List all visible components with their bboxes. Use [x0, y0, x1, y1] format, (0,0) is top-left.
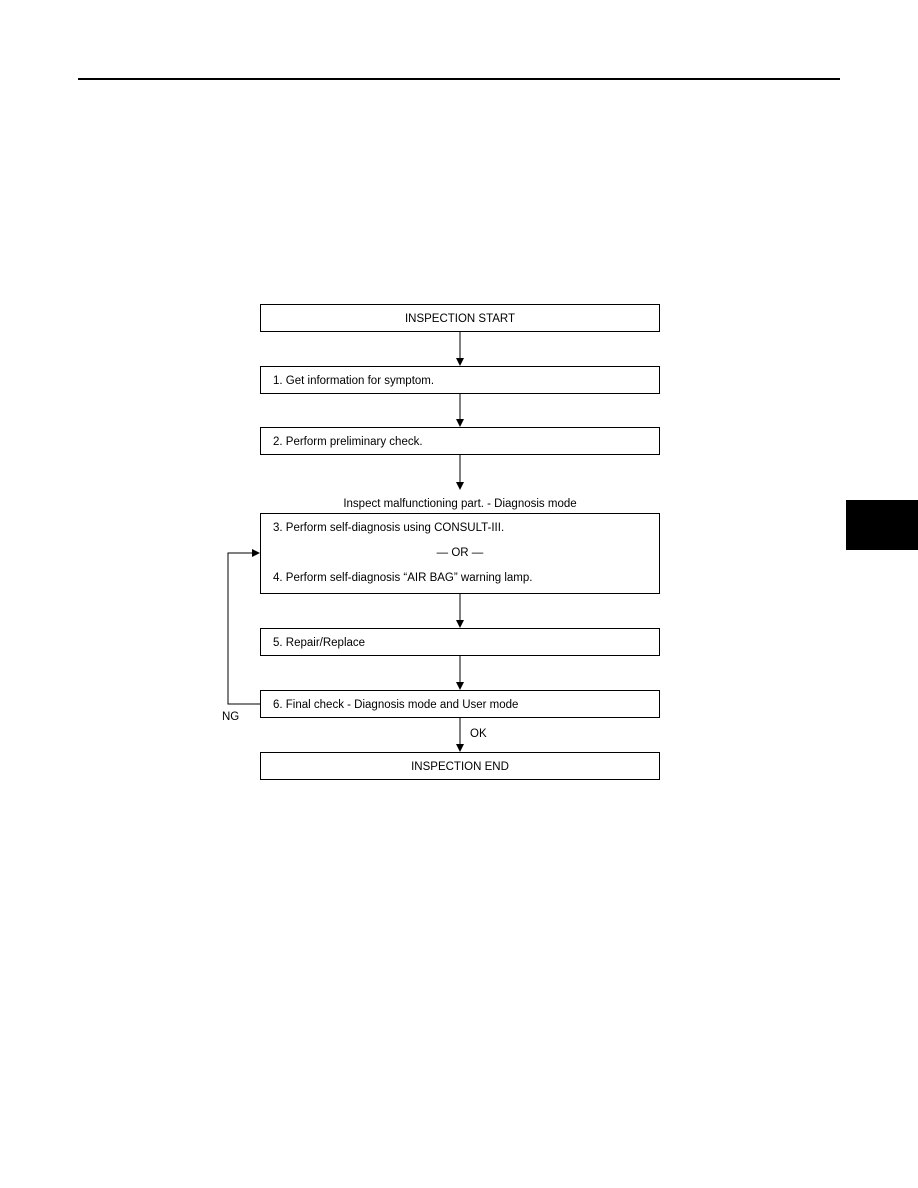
step1-label: 1. Get information for symptom.	[273, 375, 434, 387]
inspect-label: Inspect malfunctioning part. - Diagnosis…	[343, 498, 576, 510]
step5-label: 5. Repair/Replace	[273, 637, 365, 649]
step3-4-box	[260, 513, 660, 594]
step2-box	[260, 427, 660, 455]
start-box	[260, 304, 660, 332]
step6-label: 6. Final check - Diagnosis mode and User…	[273, 699, 518, 711]
step5-box	[260, 628, 660, 656]
step2-label: 2. Perform preliminary check.	[273, 436, 423, 448]
step6-box	[260, 690, 660, 718]
ok-label: OK	[470, 728, 487, 740]
ng-label: NG	[222, 711, 239, 723]
ng-feedback-arrow	[227, 549, 260, 705]
or-label: — OR —	[437, 547, 484, 559]
end-box	[260, 752, 660, 780]
end-label: INSPECTION END	[411, 761, 509, 773]
step1-box	[260, 366, 660, 394]
header-rule	[78, 78, 840, 80]
section-tab	[846, 500, 918, 550]
step4-label: 4. Perform self-diagnosis “AIR BAG” warn…	[273, 572, 532, 584]
step3-label: 3. Perform self-diagnosis using CONSULT-…	[273, 522, 504, 534]
start-label: INSPECTION START	[405, 313, 515, 325]
